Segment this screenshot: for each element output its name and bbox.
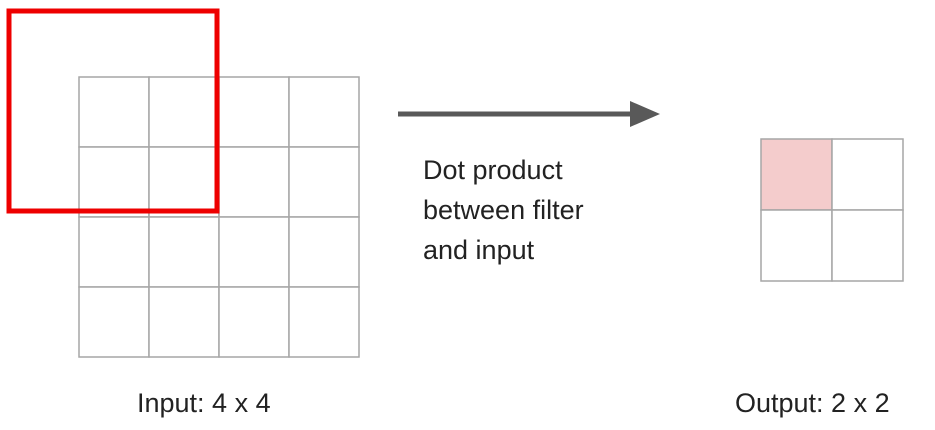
input-cell bbox=[288, 216, 360, 288]
output-cell bbox=[760, 209, 833, 282]
input-cell bbox=[218, 216, 290, 288]
input-cell bbox=[148, 286, 220, 358]
input-grid bbox=[78, 76, 360, 358]
input-cell bbox=[78, 216, 150, 288]
input-cell bbox=[148, 146, 220, 218]
input-cell bbox=[218, 286, 290, 358]
operation-line: and input bbox=[423, 235, 535, 265]
input-cell bbox=[78, 286, 150, 358]
output-cell-highlighted bbox=[760, 138, 833, 211]
output-cell bbox=[831, 209, 904, 282]
input-cell bbox=[218, 76, 290, 148]
arrow-icon bbox=[398, 101, 660, 127]
output-grid bbox=[760, 138, 904, 282]
input-cell bbox=[218, 146, 290, 218]
input-cell bbox=[288, 146, 360, 218]
operation-line: between filter bbox=[423, 195, 584, 225]
input-cell bbox=[148, 76, 220, 148]
input-cell bbox=[78, 146, 150, 218]
output-caption: Output: 2 x 2 bbox=[735, 388, 890, 418]
operation-line: Dot product bbox=[423, 155, 563, 185]
operation-text: Dot product between filter and input bbox=[423, 150, 584, 270]
input-cell bbox=[288, 76, 360, 148]
output-cell bbox=[831, 138, 904, 211]
input-cell bbox=[148, 216, 220, 288]
input-cell bbox=[78, 76, 150, 148]
filter-window bbox=[6, 8, 220, 214]
input-cell bbox=[288, 286, 360, 358]
input-caption: Input: 4 x 4 bbox=[137, 388, 271, 418]
